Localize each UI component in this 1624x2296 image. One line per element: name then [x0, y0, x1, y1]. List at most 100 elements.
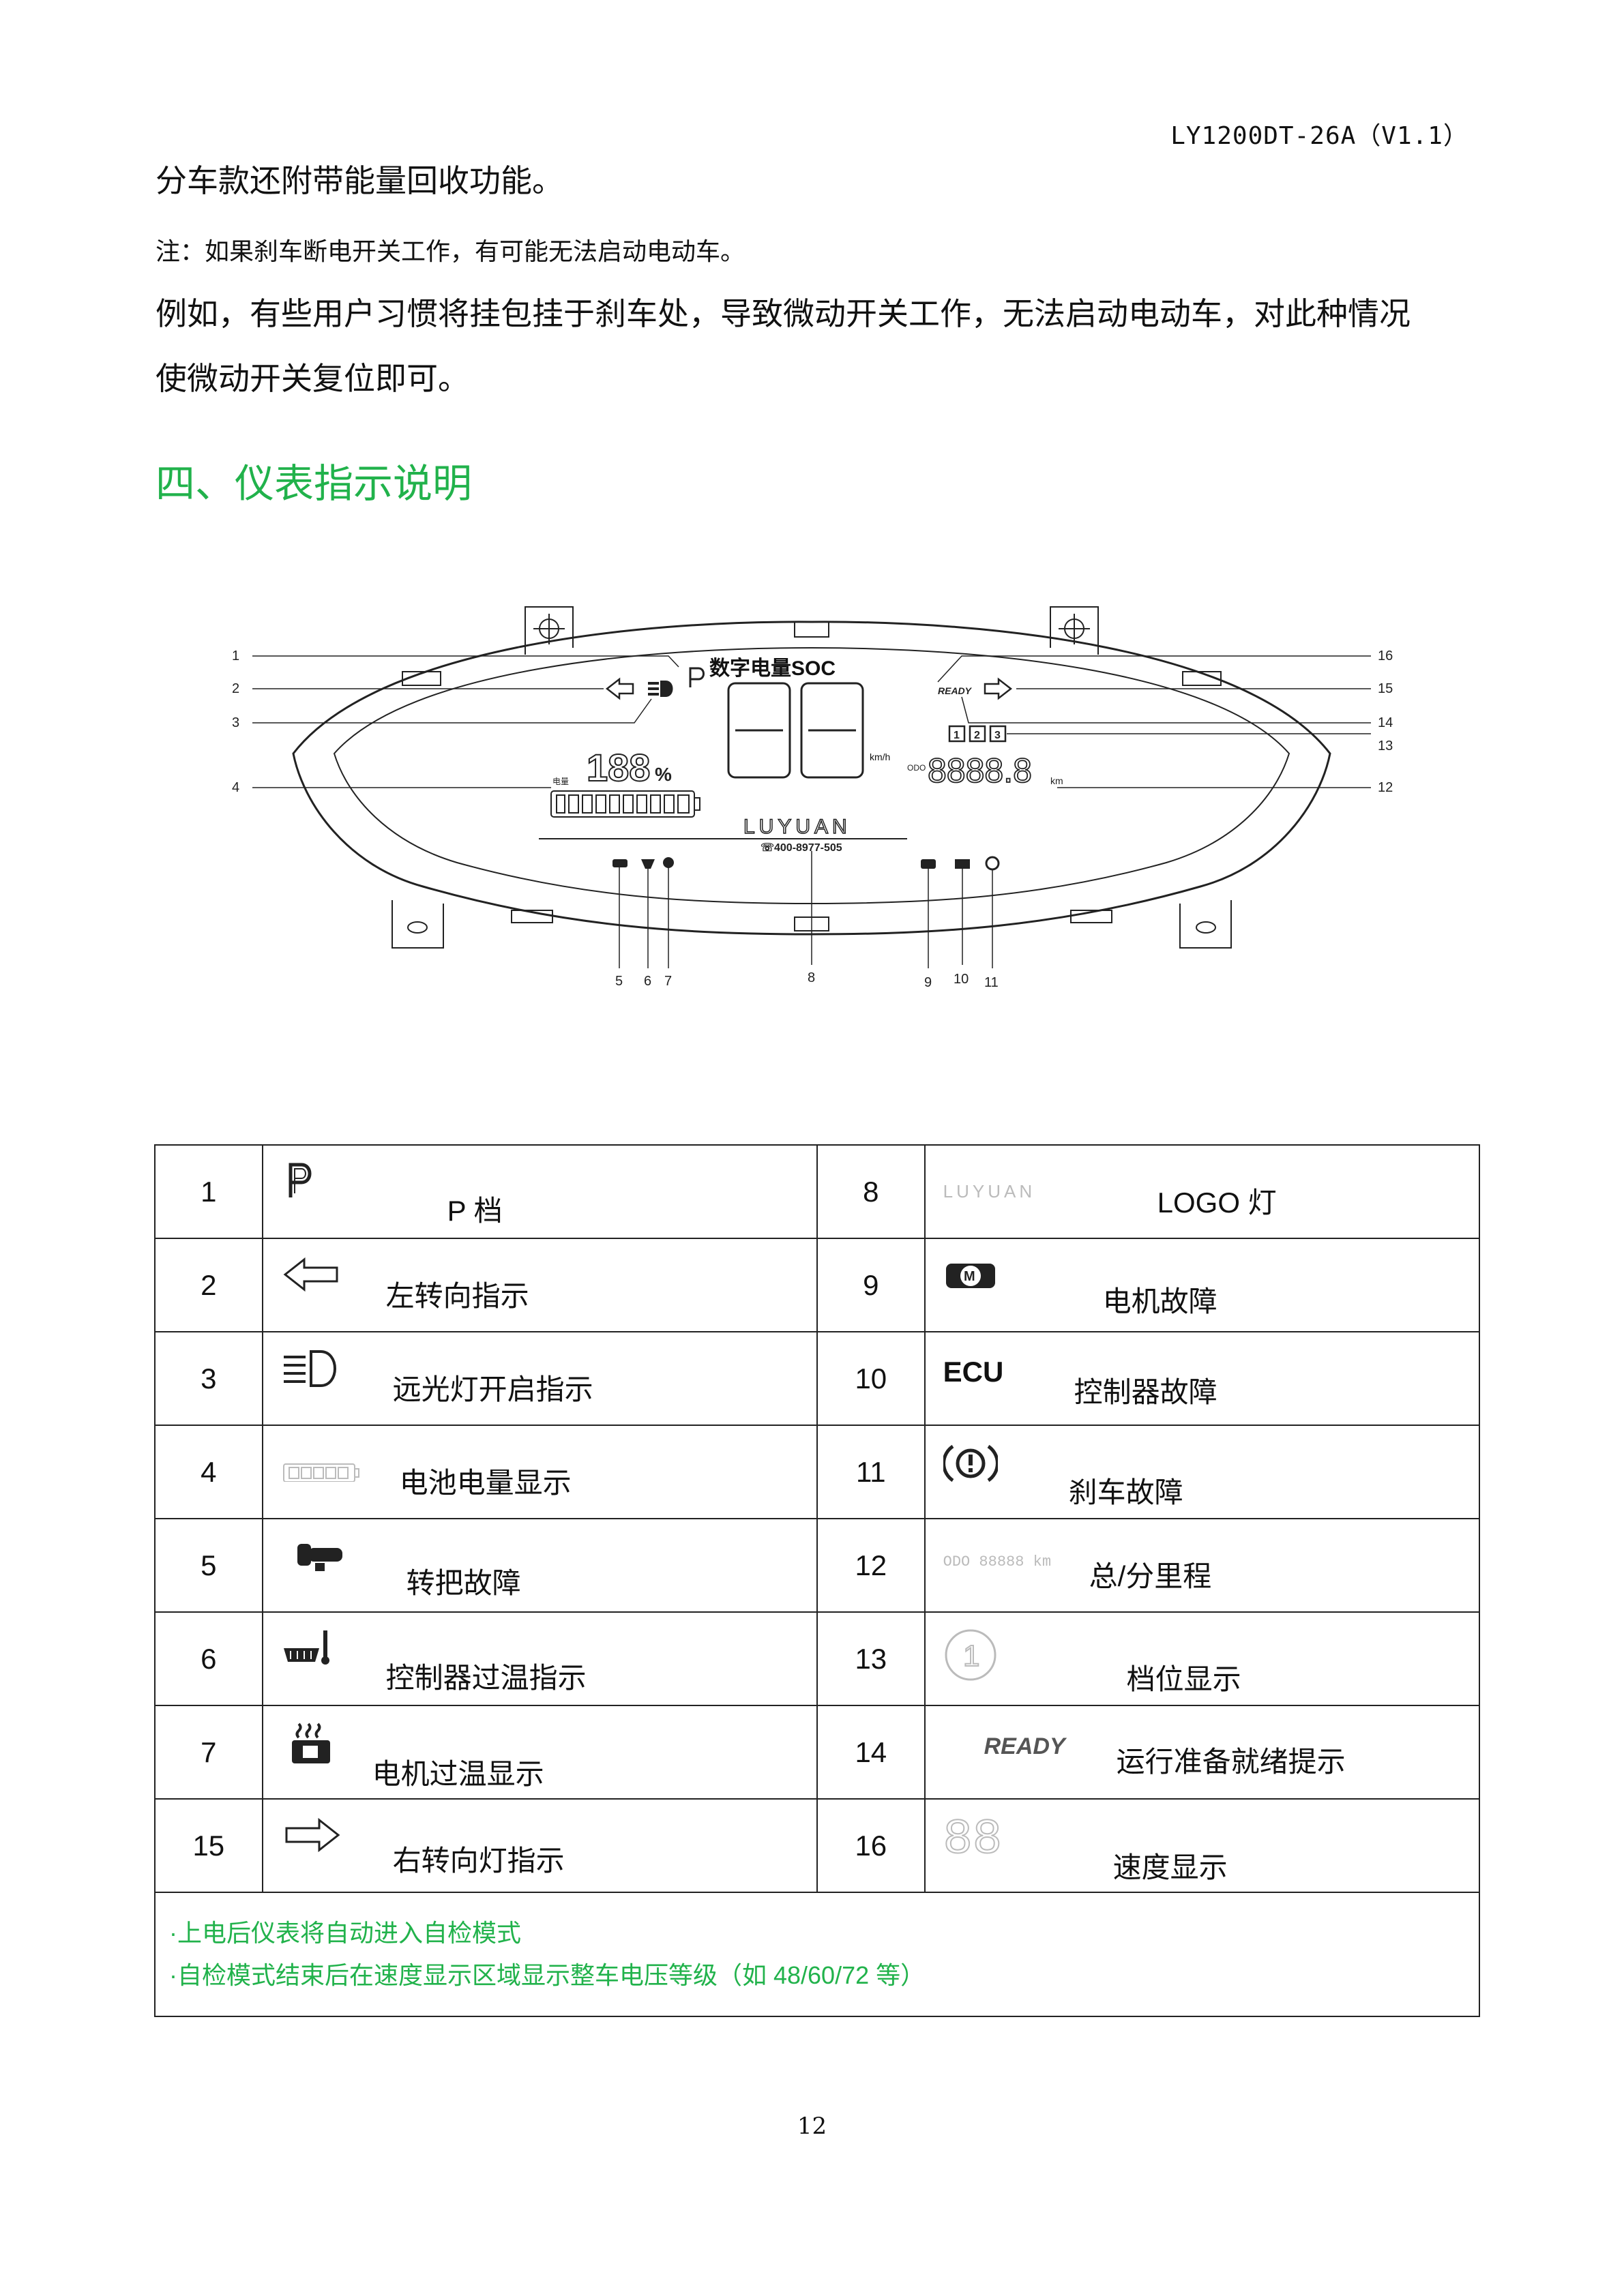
legend-number: 11 [816, 1425, 926, 1519]
page-number: 12 [797, 2113, 827, 2140]
high-beam-icon [648, 681, 673, 697]
controller-temp-icon [641, 859, 655, 869]
p-gear-icon [689, 667, 705, 687]
legend-number: 1 [154, 1144, 263, 1239]
soc-percent-digits: 188 [587, 746, 650, 789]
legend-number: 6 [154, 1611, 263, 1706]
legend-row: 15 右转向灯指示 16 88 速度显示 [154, 1798, 1481, 1893]
callout-6: 6 [644, 974, 651, 989]
legend-row: 1 P 档 8 LUYUAN LOGO 灯 [154, 1144, 1481, 1239]
legend-label: 电池电量显示 [399, 1467, 572, 1499]
legend-label: 远光灯开启指示 [392, 1373, 593, 1405]
legend-label: 刹车故障 [1068, 1476, 1183, 1508]
ready-label: READY [938, 685, 973, 696]
callout-5: 5 [615, 974, 623, 989]
motor-temp-icon [663, 857, 674, 868]
luyuan-logo-icon: LUYUAN [943, 1181, 1036, 1202]
legend-label: 电机故障 [1102, 1285, 1217, 1317]
legend-number: 9 [816, 1238, 926, 1332]
motor-fault-icon [921, 859, 936, 869]
throttle-fault-icon [612, 859, 628, 867]
legend-number: 2 [154, 1238, 263, 1332]
legend-label: LOGO 灯 [1157, 1187, 1277, 1219]
throttle-fault-icon [297, 1544, 342, 1571]
legend-label: 运行准备就绪提示 [1116, 1746, 1346, 1778]
legend-number: 5 [154, 1518, 263, 1613]
note-voltage-level: ·自检模式结束后在速度显示区域显示整车电压等级（如 48/60/72 等） [169, 1961, 926, 1989]
legend-label: 左转向指示 [385, 1280, 529, 1312]
right-turn-icon [984, 677, 1013, 700]
paragraph-example-line2: 使微动开关复位即可。 [156, 360, 469, 397]
speed-digits [727, 682, 864, 779]
legend-number: 16 [816, 1798, 926, 1893]
document-code: LY1200DT-26A（V1.1） [1170, 122, 1468, 150]
legend-number: 10 [816, 1331, 926, 1426]
legend-label: 转把故障 [406, 1567, 521, 1599]
ecu-fault-icon [955, 859, 970, 869]
legend-row: 3 远光灯开启指示 10 ECU 控制器故障 [154, 1331, 1481, 1426]
callout-16: 16 [1378, 648, 1393, 664]
legend-number: 13 [816, 1611, 926, 1706]
svg-text:M: M [964, 1269, 975, 1284]
callout-15: 15 [1378, 681, 1393, 696]
speed-digits-icon: 88 [943, 1811, 1003, 1868]
legend-label: 控制器过温指示 [385, 1662, 587, 1694]
callout-13: 13 [1378, 739, 1393, 754]
p-gear-icon [289, 1163, 312, 1197]
legend-number: 7 [154, 1705, 263, 1800]
battery-label: 电量 [552, 777, 569, 786]
legend-row: 2 左转向指示 9 M 电机故障 [154, 1238, 1481, 1332]
legend-number: 15 [154, 1798, 263, 1893]
paragraph-regen: 分车款还附带能量回收功能。 [156, 162, 563, 199]
legend-label: 总/分里程 [1089, 1560, 1212, 1592]
odo-digits: 8888.8 [928, 751, 1032, 790]
callout-12: 12 [1378, 780, 1393, 795]
gear-number-text: 1 [963, 1639, 979, 1673]
legend-number: 3 [154, 1331, 263, 1426]
legend-label: 右转向灯指示 [392, 1845, 565, 1877]
legend-number: 4 [154, 1425, 263, 1519]
legend-row: 7 电机过温显示 14 READY 运行准备就绪提示 [154, 1705, 1481, 1800]
left-turn-icon [605, 677, 634, 700]
gear-number-icons [948, 725, 1007, 743]
left-arrow-icon [283, 1257, 338, 1292]
note-self-check: ·上电后仪表将自动进入自检模式 [169, 1919, 521, 1947]
brake-fault-icon [943, 1444, 998, 1482]
ready-icon: READY [984, 1733, 1065, 1759]
controller-temp-icon [283, 1630, 329, 1665]
callout-11: 11 [984, 975, 999, 990]
callout-2: 2 [232, 681, 239, 696]
callout-4: 4 [232, 780, 239, 795]
gear-2: 2 [974, 730, 980, 741]
brake-fault-icon [985, 856, 1000, 871]
legend-label: 电机过温显示 [372, 1758, 544, 1790]
section-heading: 四、仪表指示说明 [156, 460, 473, 507]
callout-9: 9 [924, 975, 932, 990]
ecu-fault-icon: ECU [943, 1356, 1004, 1388]
gear-1: 1 [954, 730, 960, 741]
legend-row: 4 电池电量显示 11 刹车故障 [154, 1425, 1481, 1519]
legend-number: 8 [816, 1144, 926, 1239]
speed-unit: km/h [870, 751, 890, 762]
gear-number-icon: 1 [945, 1629, 996, 1681]
high-beam-icon [283, 1350, 336, 1387]
callout-10: 10 [954, 972, 969, 987]
odo-unit: km [1050, 775, 1063, 786]
odo-label: ODO [907, 763, 926, 773]
dashboard-diagram: 数字电量SOC km/h 188 % 电量 LUYUAN ☏400-8977-5… [232, 606, 1393, 990]
legend-label: P 档 [447, 1195, 503, 1227]
callout-14: 14 [1378, 715, 1393, 730]
legend-number: 14 [816, 1705, 926, 1800]
hotline: ☏400-8977-505 [761, 842, 842, 854]
soc-label: 数字电量SOC [709, 657, 836, 680]
legend-label: 档位显示 [1126, 1663, 1241, 1695]
callout-3: 3 [232, 715, 239, 730]
soc-percent-sign: % [655, 764, 672, 785]
brake-note: 注：如果刹车断电开关工作，有可能无法启动电动车。 [156, 238, 745, 266]
motor-temp-icon [291, 1723, 330, 1763]
legend-row: 5 转把故障 12 ODO 88888 km 总/分里程 [154, 1518, 1481, 1613]
battery-bar-icon [550, 790, 700, 818]
legend-label: 控制器故障 [1074, 1376, 1217, 1408]
callout-8: 8 [808, 970, 815, 985]
gear-3: 3 [994, 730, 1001, 741]
